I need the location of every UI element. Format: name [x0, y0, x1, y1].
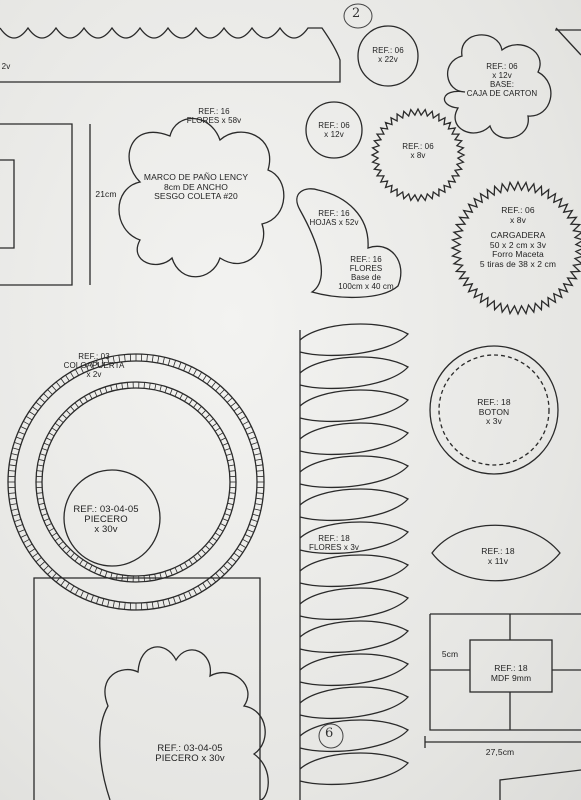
fragment-2v: 2v [1, 62, 11, 71]
button-circle-dashed [438, 354, 550, 466]
page-number-circle-bottom [318, 723, 344, 749]
zigzag-circle-small [370, 107, 466, 203]
flower-piecero [99, 646, 269, 800]
colgapuerta-outer [7, 353, 265, 611]
left-rect-fragment [0, 123, 73, 286]
piecero-circle [63, 469, 161, 567]
petal-shape [299, 521, 410, 555]
flower-marco [118, 117, 285, 278]
circle-ref06-12v [305, 101, 363, 159]
flower-ref06-base [443, 34, 552, 139]
label-21cm: 21cm [95, 189, 117, 199]
petal-shape [299, 686, 410, 720]
label-27-5cm: 27,5cm [485, 747, 515, 757]
petal-shape [299, 587, 410, 621]
leaf-ref18 [431, 524, 561, 582]
colgapuerta-inner [35, 381, 237, 583]
page-number-bottom: 6 [325, 726, 334, 741]
scallop-border-top [0, 26, 341, 83]
petal-shape [299, 323, 410, 357]
circle-ref06-22v [357, 25, 419, 87]
page-number-circle-top [343, 3, 373, 29]
page-number-top: 2 [352, 6, 361, 21]
petal-shape [299, 719, 410, 753]
petal-shape [299, 455, 410, 489]
petal-shape [299, 554, 410, 588]
label-5cm: 5cm [441, 649, 459, 659]
petal-shape [299, 752, 410, 786]
piecero-rect [33, 577, 261, 800]
petal-shape [299, 488, 410, 522]
petal-shape [299, 389, 410, 423]
petal-column [299, 323, 410, 786]
zigzag-circle-large [450, 180, 581, 316]
button-circle-outer [429, 345, 559, 475]
petal-shape [299, 620, 410, 654]
petal-shape [299, 356, 410, 390]
mdf-inner-rect [469, 639, 553, 693]
leaf-ref16-hojas [296, 188, 402, 299]
petal-shape [299, 422, 410, 456]
petal-shape [299, 653, 410, 687]
